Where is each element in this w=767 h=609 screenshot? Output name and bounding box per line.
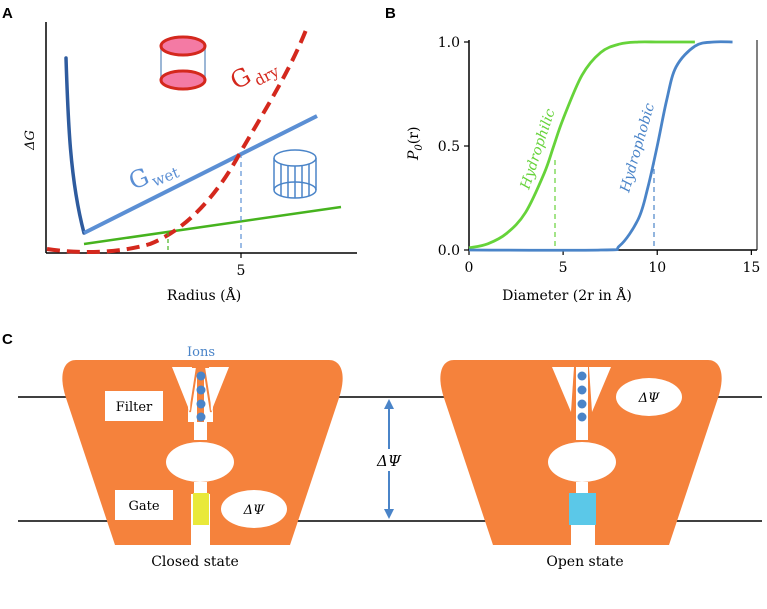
y-axis-label-a: ΔG xyxy=(23,130,38,151)
x-tick-label-b: 0 xyxy=(465,260,474,276)
series-line-hydrophilic xyxy=(468,40,695,250)
filter-box xyxy=(105,391,163,421)
gate-box xyxy=(115,490,173,520)
hydrophobic-label: Hydrophobic xyxy=(617,101,658,195)
open-potential-bubble xyxy=(616,378,682,416)
gate-label: Gate xyxy=(128,499,159,514)
axis-ticks-b xyxy=(464,41,752,255)
ion xyxy=(577,399,587,409)
open-channel: ΔΨ Open state xyxy=(440,360,722,570)
open-state-label: Open state xyxy=(546,554,623,570)
open-potential-label: ΔΨ xyxy=(638,391,660,406)
g-wet-line xyxy=(83,114,318,235)
filter-label: Filter xyxy=(116,400,153,415)
closed-channel: Ions Filter Gate ΔΨ Closed state xyxy=(62,345,343,570)
tick-labels-b: 0 5 10 15 0.0 0.5 1.0 xyxy=(438,35,761,276)
wet-pore-icon xyxy=(273,149,317,199)
ions-label: Ions xyxy=(187,345,215,360)
panel-c: C ΔΨ xyxy=(2,331,762,570)
closed-state-label: Closed state xyxy=(151,554,239,570)
ion xyxy=(577,412,587,422)
closed-potential-label: ΔΨ xyxy=(243,503,265,518)
ion xyxy=(196,385,206,395)
ion xyxy=(196,399,206,409)
panel-a-label: A xyxy=(2,5,13,22)
green-line xyxy=(83,205,342,246)
y-tick-label-b: 0.5 xyxy=(438,139,460,155)
panel-c-label: C xyxy=(2,331,13,348)
ion xyxy=(196,371,206,381)
y-tick-label-b: 1.0 xyxy=(438,35,460,51)
dry-pore-icon xyxy=(159,35,207,91)
panel-b-label: B xyxy=(385,5,396,22)
g-dry-curve xyxy=(46,29,308,254)
x-axis-label-a: Radius (Å) xyxy=(167,286,241,304)
g-wet-label: Gwet xyxy=(125,151,182,198)
open-left-subunit xyxy=(440,360,568,545)
potential-label: ΔΨ xyxy=(376,452,402,470)
steep-curve xyxy=(64,56,86,235)
closed-gate xyxy=(193,493,209,525)
panel-a: A 5 Radius (Å) ΔG Gdry Gwet xyxy=(2,5,357,304)
x-axis-label-b: Diameter (2r in Å) xyxy=(502,286,632,304)
x-tick-label-b: 10 xyxy=(648,260,666,276)
x-tick-label-b: 15 xyxy=(742,260,760,276)
series-group-b xyxy=(468,40,733,252)
potential-arrow: ΔΨ xyxy=(369,399,409,519)
y-tick-label-b: 0.0 xyxy=(438,243,460,259)
tick-label-5: 5 xyxy=(237,263,246,279)
y-axis-label-b: P0(r) xyxy=(406,127,425,161)
series-line-hydrophobic xyxy=(468,40,733,252)
x-tick-label-b: 5 xyxy=(559,260,568,276)
panel-b: B 0 5 10 15 0.0 0.5 1.0 Diameter (2r in Å) P0(… xyxy=(385,5,760,304)
ion xyxy=(577,385,587,395)
ion xyxy=(196,412,206,422)
closed-potential-bubble xyxy=(221,490,287,528)
open-gate xyxy=(569,493,596,525)
ion xyxy=(577,371,587,381)
